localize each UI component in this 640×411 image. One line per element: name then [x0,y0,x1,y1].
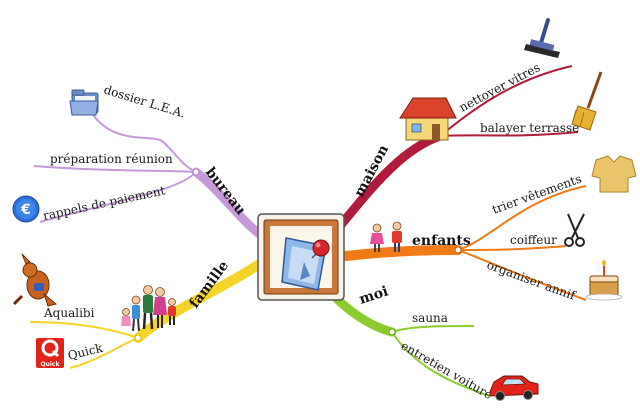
node-aqualibi: Aqualibi [43,306,95,320]
euro-icon: € [12,195,40,223]
branch-label-enfants: enfants [412,233,471,249]
scissors-icon [564,213,585,247]
central-node [257,213,345,301]
node-organiser-annif: organiser annif [485,258,579,304]
branch-moi: moi sauna entretien voiture [329,283,539,402]
house-icon [399,97,457,141]
folder-icon [69,89,99,116]
node-rappels-paiement: rappels de paiement [42,183,167,223]
branch-maison: maison nettoyer vitres balayer terrasse [335,18,603,231]
quick-logo-icon: Quick [36,338,64,368]
node-sauna: sauna [412,311,448,325]
node-trier-vetements: trier vêtements [490,171,583,216]
node-preparation-reunion: préparation réunion [50,152,173,166]
quick-logo-text: Quick [41,361,61,368]
node-nettoyer-vitres: nettoyer vitres [457,60,543,114]
broom-icon [571,71,603,131]
pinned-note-icon [281,237,330,291]
sweater-icon [591,155,637,193]
children-icon [370,221,402,252]
squeegee-icon [524,18,560,58]
node-entretien-voiture: entretien voiture [399,338,495,402]
node-dossier-lea: dossier L.E.A. [102,82,187,120]
family-icon [121,285,176,332]
kangaroo-icon [12,253,58,307]
node-quick: Quick [66,341,104,363]
branch-label-moi: moi [357,283,390,307]
node-balayer-terrasse: balayer terrasse [480,121,579,135]
branch-enfants: enfants trier vêtements coiffeur organis… [341,155,637,304]
branch-bureau: bureau dossier L.E.A. préparation réunio… [12,82,267,241]
car-icon [489,375,539,401]
birthday-cake-icon [585,260,623,301]
branch-famille: famille Aqualibi [12,253,267,369]
euro-symbol: € [20,202,31,218]
branch-label-bureau: bureau [202,165,249,219]
node-coiffeur: coiffeur [510,233,557,247]
